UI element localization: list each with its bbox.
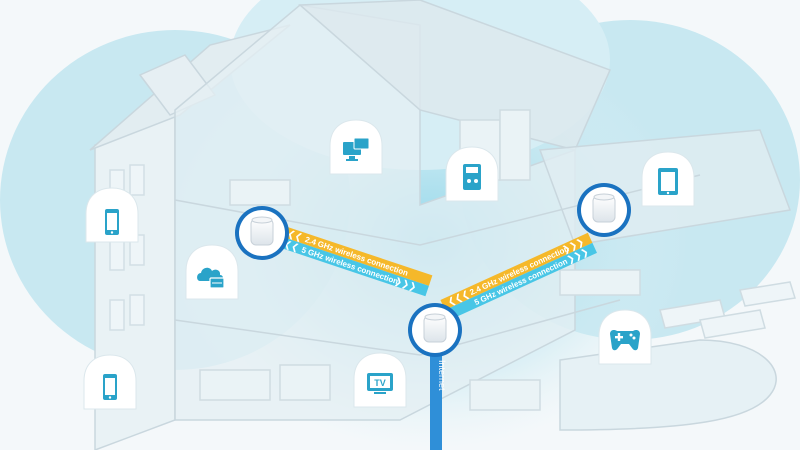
house-main-roof — [298, 0, 612, 151]
tv-icon: TV — [367, 373, 393, 394]
lounge-chairs — [659, 281, 796, 339]
cloud-storage-icon — [197, 267, 225, 289]
device-smartphone-upper — [85, 187, 139, 243]
tv-icon-text: TV — [374, 378, 386, 388]
link-left-band-24 — [262, 219, 433, 286]
computer-monitors-icon — [343, 137, 370, 161]
device-game-console — [598, 309, 652, 365]
tablet-icon — [658, 168, 678, 195]
floor-lower — [174, 299, 621, 356]
device-badges: TV — [83, 119, 695, 410]
internet-label: Internet — [437, 360, 447, 391]
house-illustration — [89, 0, 796, 450]
link-left-band-5 — [258, 230, 429, 297]
device-smartphone-lower — [83, 354, 137, 410]
router-right — [577, 183, 631, 237]
link-right-band-24 — [440, 232, 593, 310]
smartphone-icon — [105, 209, 119, 235]
game-controller-icon — [610, 330, 640, 351]
router-left — [235, 206, 289, 260]
smartphone-icon — [103, 374, 117, 400]
device-tv: TV — [353, 352, 407, 408]
device-computer — [329, 119, 383, 175]
device-tablet — [641, 151, 695, 207]
internet-cable — [430, 345, 442, 450]
internet-uplink: Internet — [430, 345, 447, 450]
device-cloud-storage — [185, 244, 239, 300]
device-smart-appliance — [445, 146, 499, 202]
router-center — [408, 303, 462, 357]
link-right-band-5 — [445, 242, 597, 321]
smart-appliance-icon — [463, 164, 481, 190]
furniture — [199, 109, 641, 411]
